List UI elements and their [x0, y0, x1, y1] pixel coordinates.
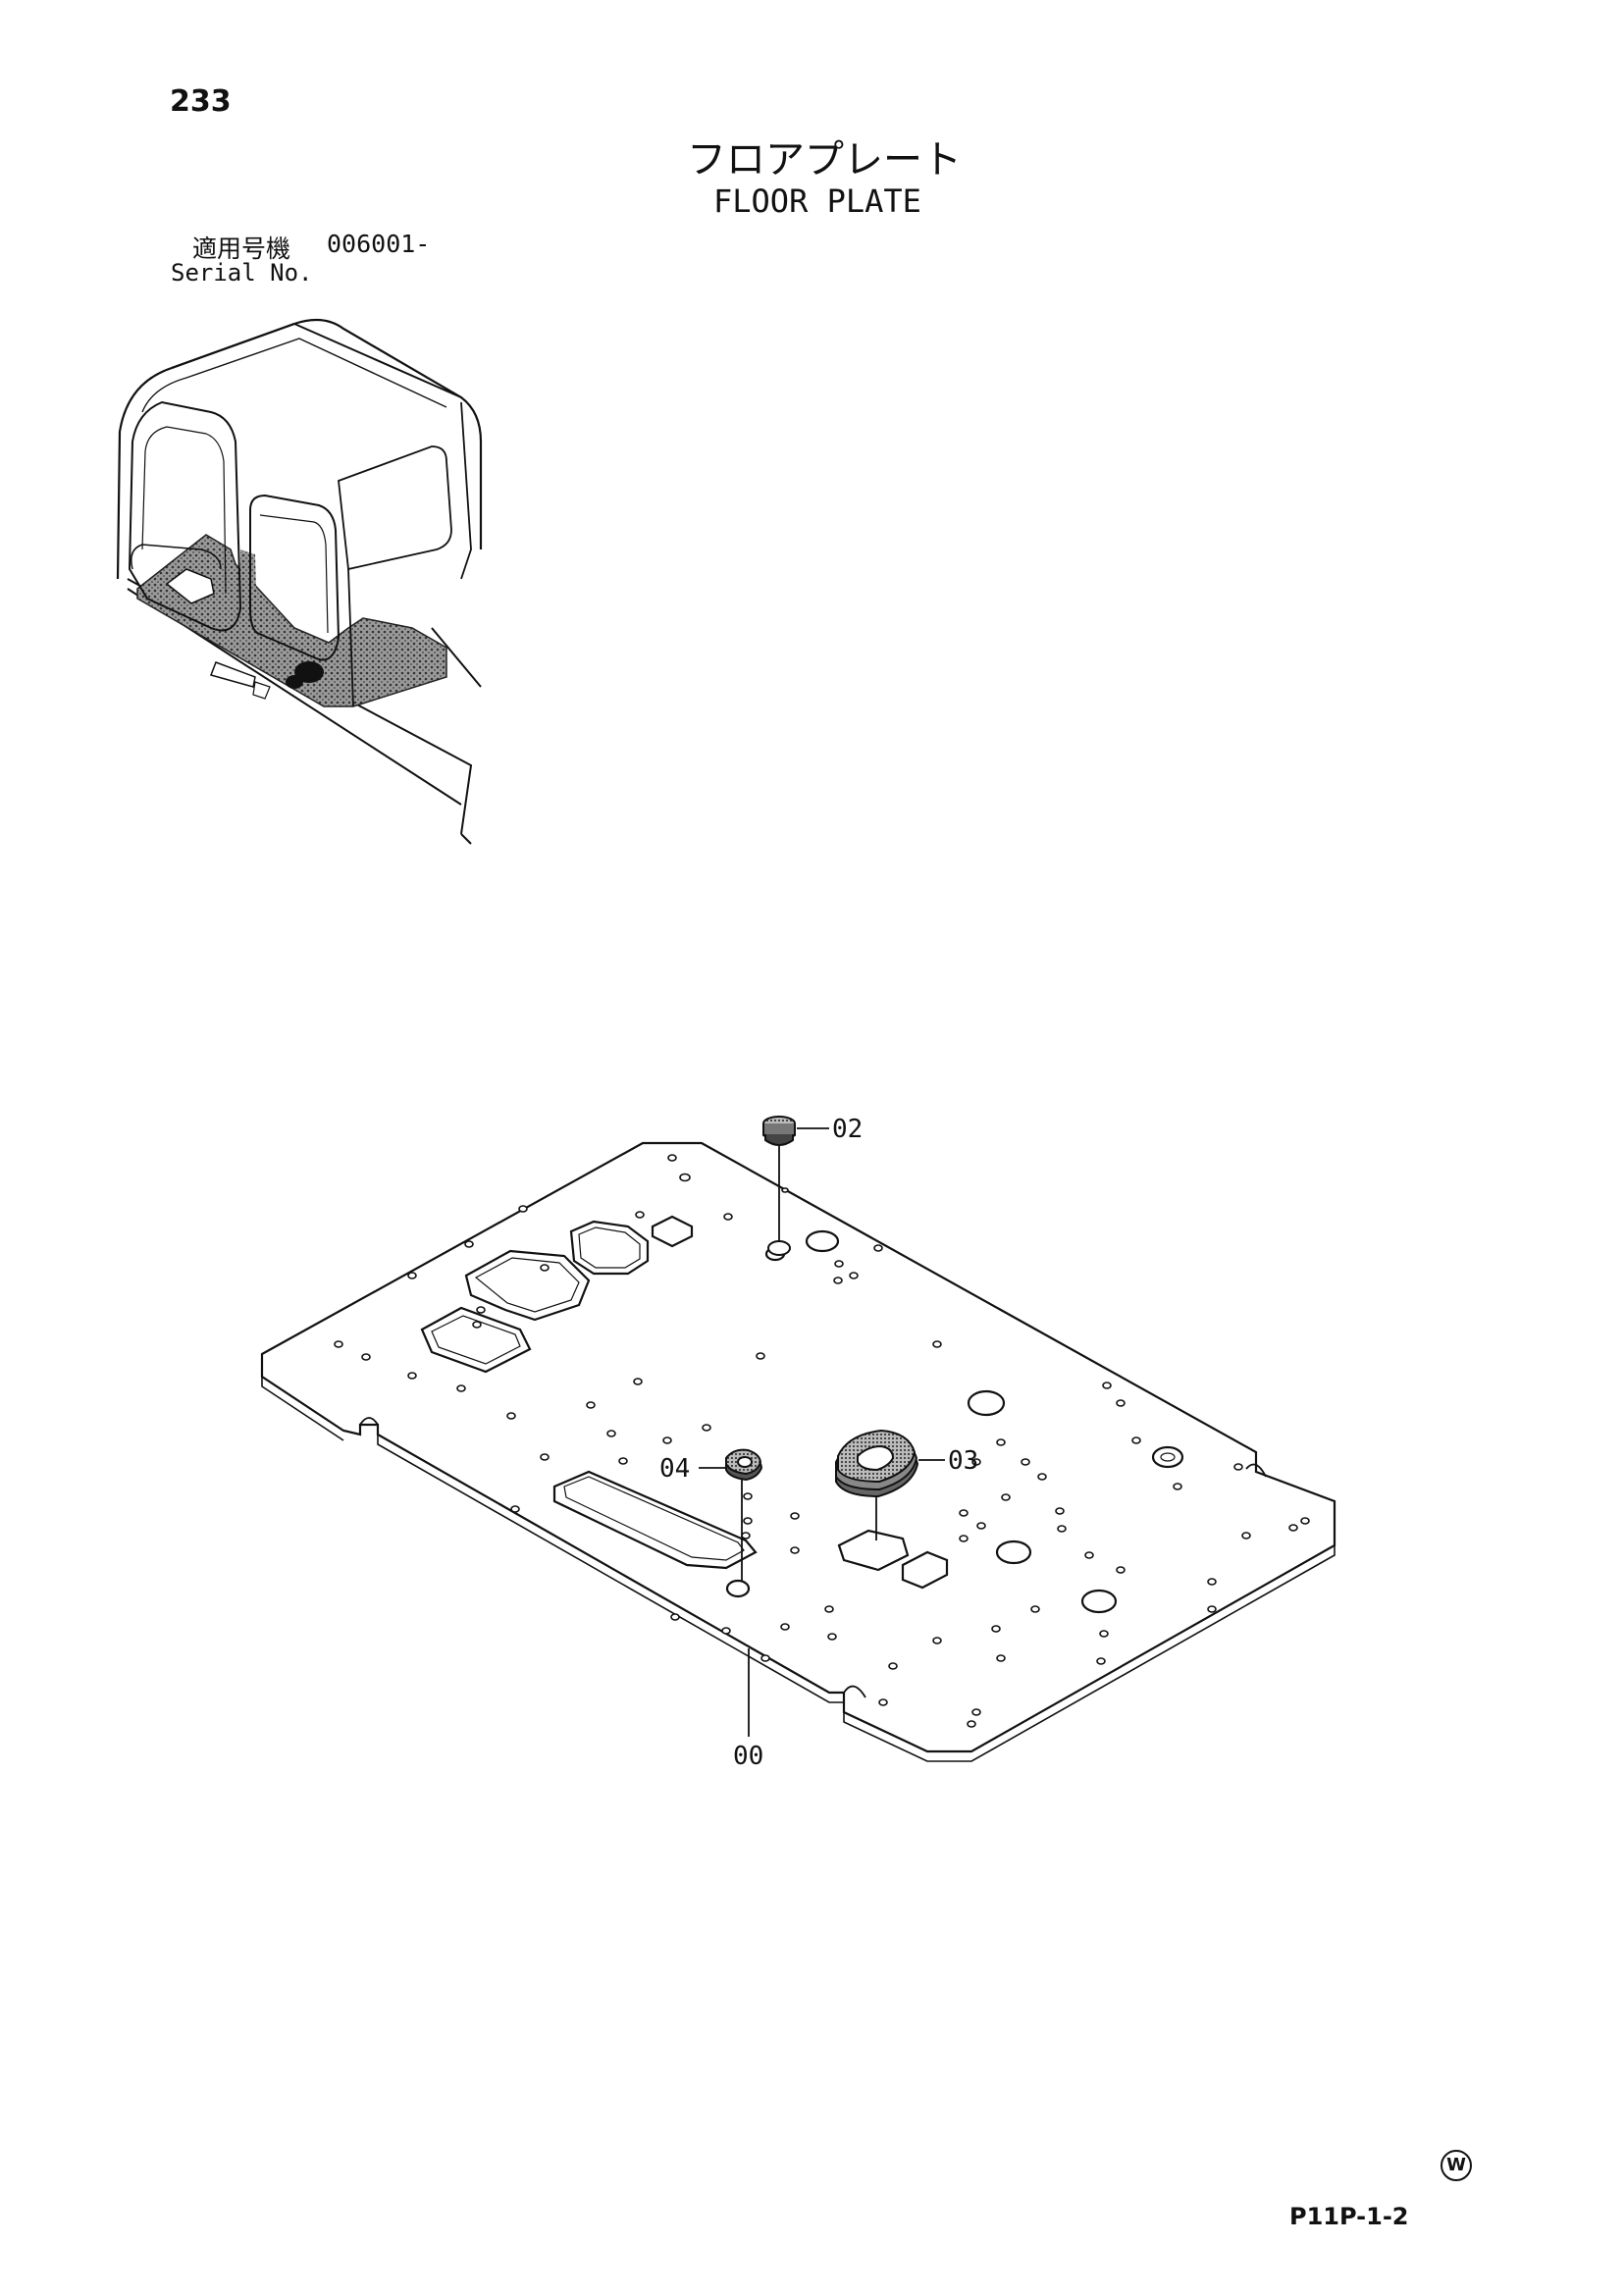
drawing-code: P11P-1-2 — [1289, 2203, 1409, 2230]
callout-leaders — [699, 1127, 945, 1737]
title-japanese: フロアプレート — [687, 137, 962, 183]
serial-range: 006001- — [327, 230, 431, 258]
serial-label-japanese: 適用号機 — [192, 235, 291, 263]
part-02-plug — [762, 1116, 796, 1256]
part-04-grommet — [725, 1448, 763, 1582]
callout-02-label: 02 — [832, 1115, 863, 1144]
part-03-grommet — [835, 1429, 919, 1540]
cab-overview-illustration — [116, 318, 483, 845]
callout-04-label: 04 — [659, 1454, 690, 1484]
callout-03-label: 03 — [948, 1446, 978, 1476]
title-english: FLOOR PLATE — [713, 183, 921, 220]
floor-plate-drawing — [260, 1141, 1336, 1762]
page-number: 233 — [170, 84, 232, 119]
serial-label-english: Serial No. — [171, 259, 313, 287]
w-mark-icon: W — [1441, 2150, 1472, 2181]
plate-bolt-holes — [334, 1154, 1310, 1728]
callout-00-label: 00 — [733, 1742, 763, 1771]
